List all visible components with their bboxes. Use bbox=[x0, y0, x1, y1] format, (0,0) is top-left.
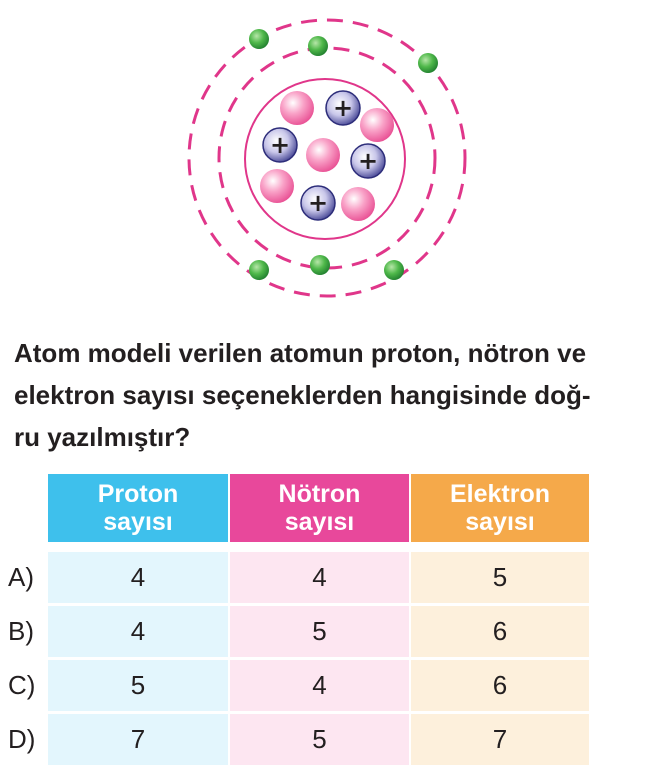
neutron-particles bbox=[260, 91, 394, 221]
option-label: B) bbox=[8, 616, 34, 646]
neutron-count-cell: 5 bbox=[230, 714, 409, 765]
electron-particle bbox=[249, 29, 269, 49]
svg-text:+: + bbox=[333, 94, 353, 122]
header-electron: Elektron sayısı bbox=[411, 474, 589, 542]
neutron-count-cell: 4 bbox=[230, 660, 409, 711]
question-line: ru yazılmıştır? bbox=[14, 422, 191, 452]
proton-particle: + bbox=[300, 185, 336, 221]
svg-text:+: + bbox=[358, 147, 378, 175]
header-proton: Proton sayısı bbox=[48, 474, 228, 542]
electron-particle bbox=[308, 36, 328, 56]
question-text: Atom modeli verilen atomun proton, nötro… bbox=[14, 332, 649, 458]
header-line: sayısı bbox=[284, 508, 355, 536]
option-row-c[interactable]: C) 5 4 6 bbox=[0, 660, 655, 711]
electron-count-cell: 6 bbox=[411, 606, 589, 657]
outer-orbit bbox=[187, 18, 467, 298]
neutron-particle bbox=[341, 187, 375, 221]
proton-count-cell: 5 bbox=[48, 660, 228, 711]
electron-particle bbox=[384, 260, 404, 280]
electron-count-cell: 6 bbox=[411, 660, 589, 711]
option-row-d[interactable]: D) 7 5 7 bbox=[0, 714, 655, 765]
proton-count-cell: 7 bbox=[48, 714, 228, 765]
option-row-a[interactable]: A) 4 4 5 bbox=[0, 552, 655, 603]
proton-particle: + bbox=[262, 127, 298, 163]
option-label: A) bbox=[8, 562, 34, 592]
header-line: Nötron bbox=[278, 480, 361, 508]
svg-text:+: + bbox=[270, 131, 290, 159]
electron-particle bbox=[249, 260, 269, 280]
header-line: Elektron bbox=[449, 480, 551, 508]
proton-particle: + bbox=[325, 90, 361, 126]
neutron-count-cell: 5 bbox=[230, 606, 409, 657]
question-line: Atom modeli verilen atomun proton, nötro… bbox=[14, 338, 587, 368]
electron-count-cell: 5 bbox=[411, 552, 589, 603]
neutron-particle bbox=[280, 91, 314, 125]
header-line: sayısı bbox=[103, 508, 173, 536]
neutron-particle bbox=[306, 138, 340, 172]
header-line: Proton bbox=[97, 480, 179, 508]
header-line: sayısı bbox=[465, 508, 535, 536]
proton-count-cell: 4 bbox=[48, 552, 228, 603]
neutron-particle bbox=[260, 169, 294, 203]
neutron-particle bbox=[360, 108, 394, 142]
proton-particles: + + + + bbox=[262, 90, 386, 221]
header-neutron: Nötron sayısı bbox=[230, 474, 409, 542]
proton-particle: + bbox=[350, 143, 386, 179]
atom-model: + + + + bbox=[187, 18, 467, 298]
electron-particles bbox=[249, 29, 438, 280]
option-label: C) bbox=[8, 670, 36, 700]
electron-particle bbox=[310, 255, 330, 275]
electron-count-cell: 7 bbox=[411, 714, 589, 765]
proton-count-cell: 4 bbox=[48, 606, 228, 657]
option-label: D) bbox=[8, 724, 36, 754]
answer-table: Proton sayısı Nötron sayısı Elektron say… bbox=[0, 474, 655, 765]
question-line: elektron sayısı seçeneklerden hangisinde… bbox=[14, 380, 591, 410]
option-row-b[interactable]: B) 4 5 6 bbox=[0, 606, 655, 657]
neutron-count-cell: 4 bbox=[230, 552, 409, 603]
electron-particle bbox=[418, 53, 438, 73]
svg-text:+: + bbox=[308, 189, 328, 217]
